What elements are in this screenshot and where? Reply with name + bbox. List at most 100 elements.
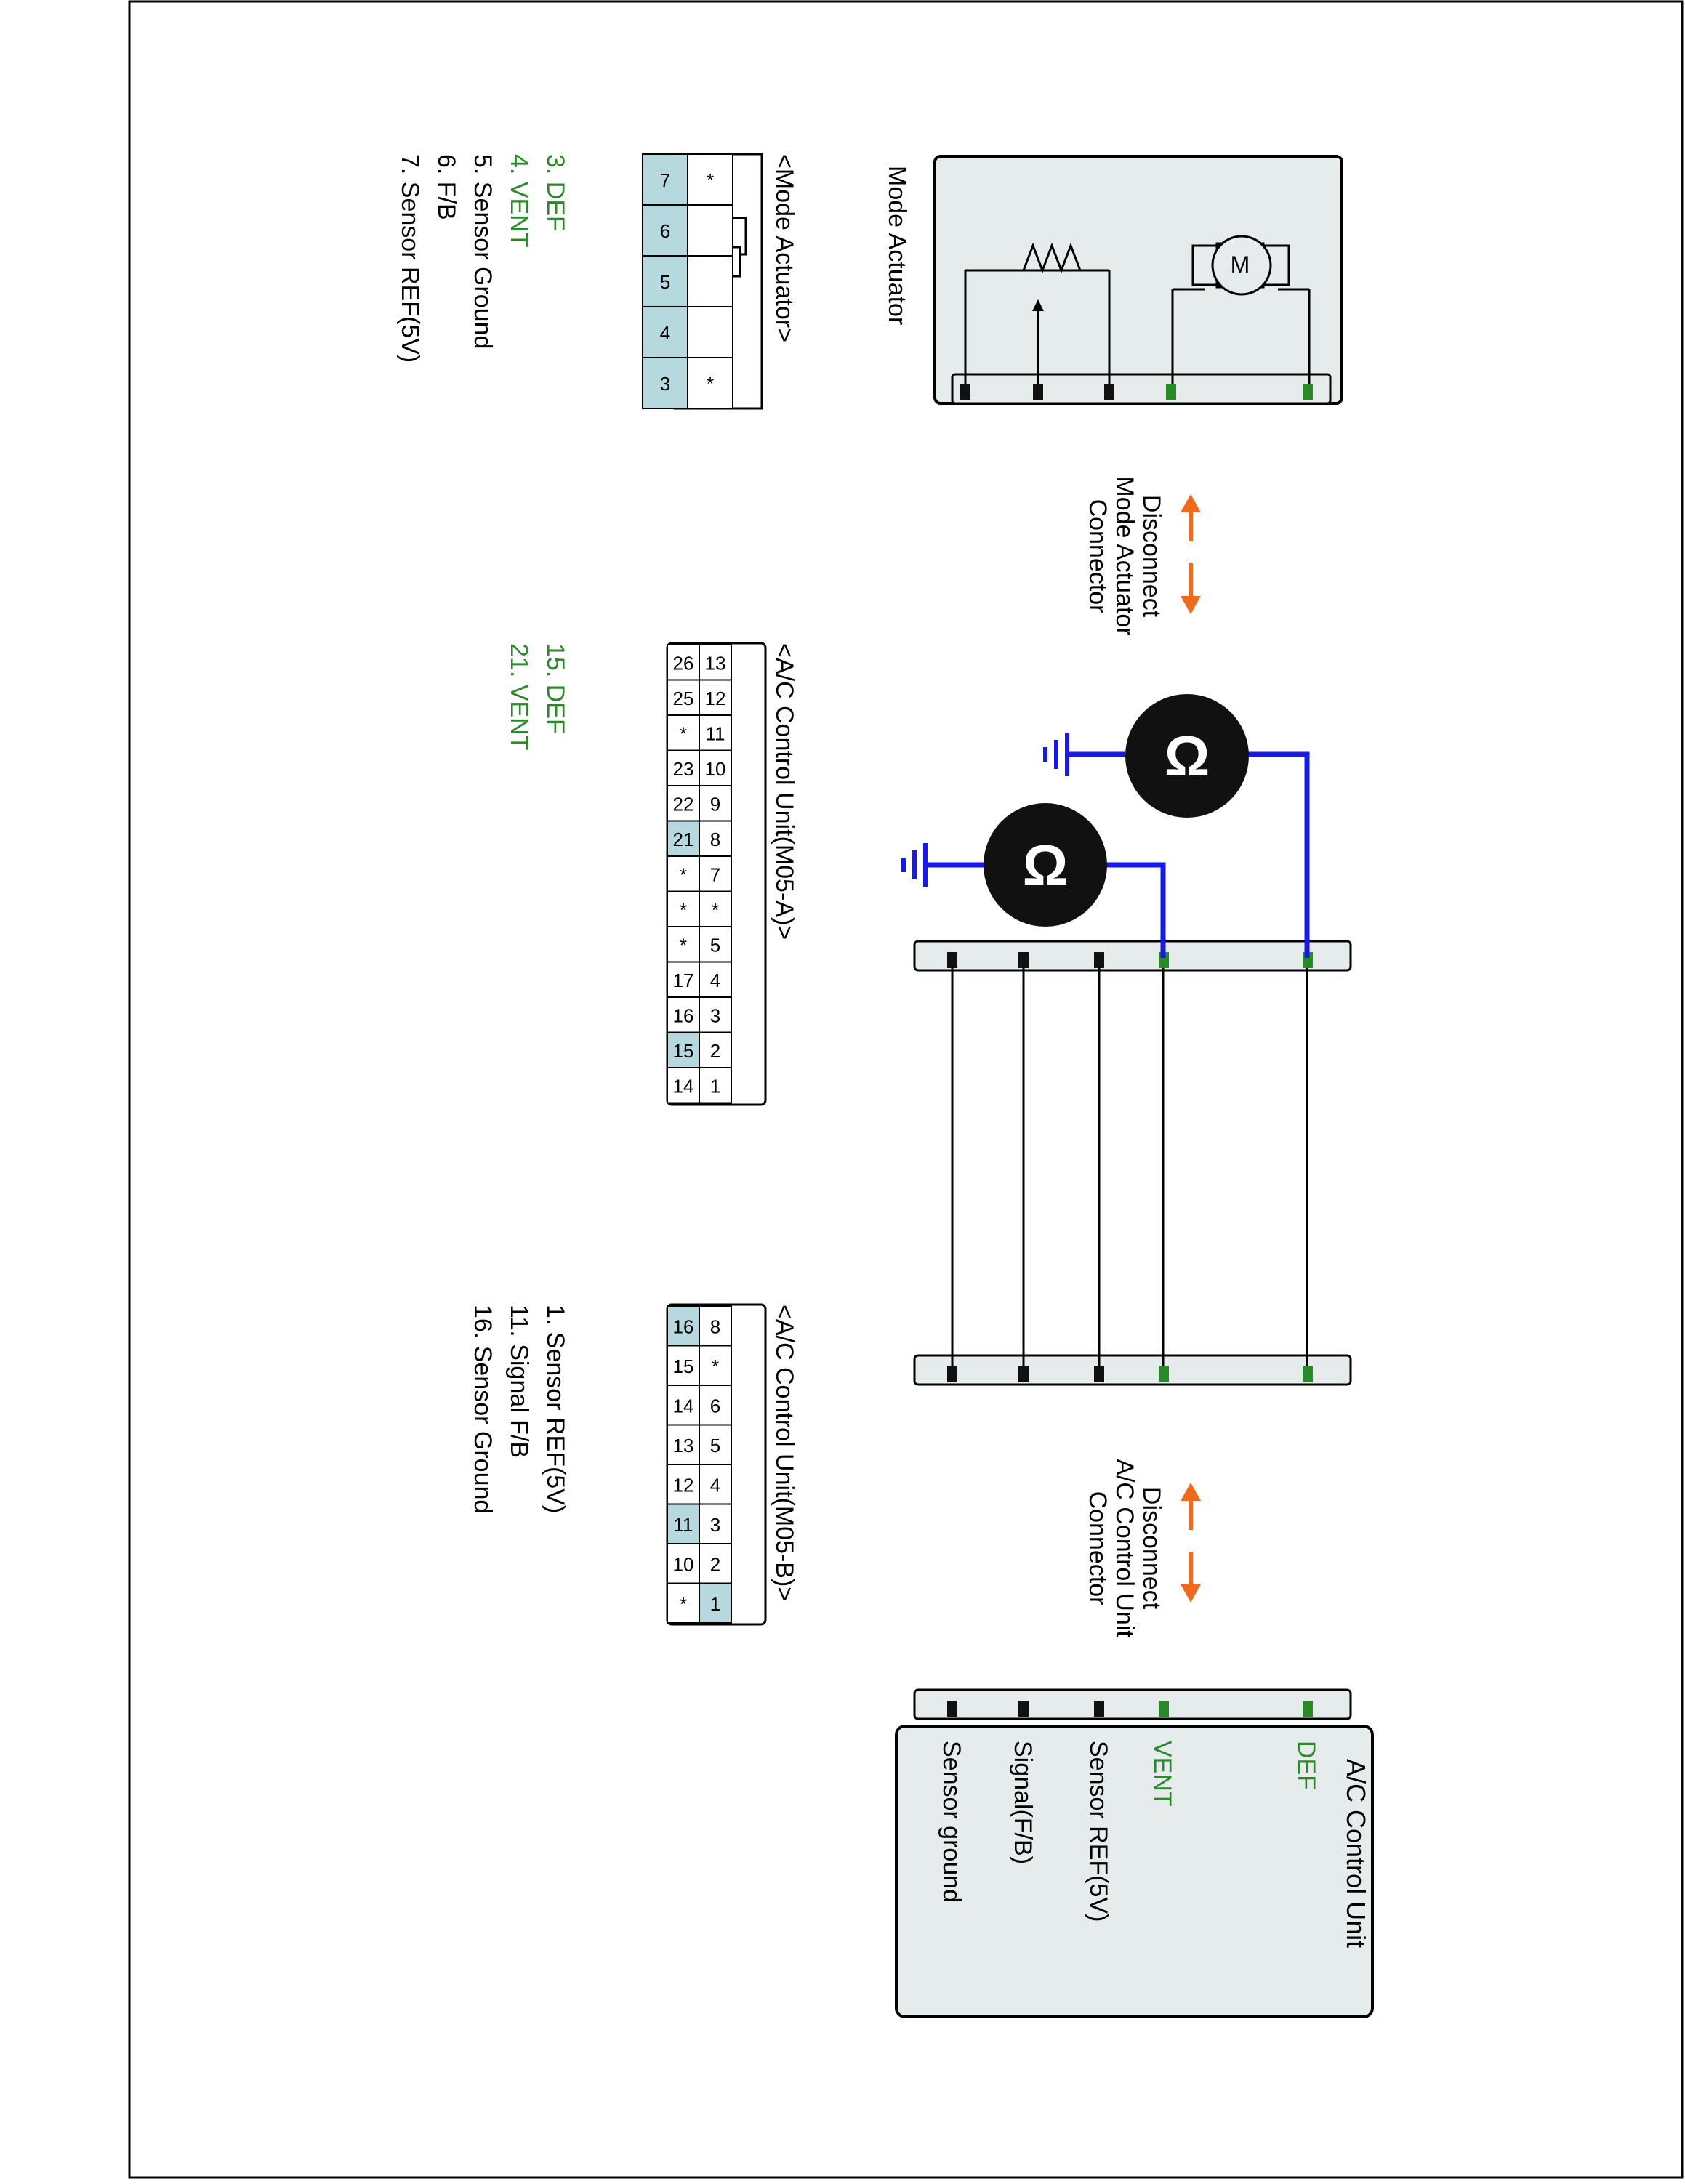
harness-bar-left bbox=[913, 940, 1352, 972]
m05b-title: <A/C Control Unit(M05-B)> bbox=[771, 1305, 798, 1601]
m05b-pin-label: 4 bbox=[710, 1474, 720, 1496]
acu-title: A/C Control Unit bbox=[1341, 1759, 1371, 1948]
m05a-pin-label: 16 bbox=[673, 1004, 694, 1026]
ma-pin-5: 5. Sensor Ground bbox=[469, 154, 496, 349]
pin-def bbox=[1303, 384, 1313, 400]
m05a-pin-21: 21. VENT bbox=[505, 643, 533, 750]
m05b-pin-label: 16 bbox=[673, 1315, 694, 1337]
m05b-pin-label: 13 bbox=[673, 1435, 694, 1456]
m05b-pin-1: 1. Sensor REF(5V) bbox=[542, 1305, 569, 1513]
m05b-pin-label: 3 bbox=[710, 1514, 720, 1536]
acu-terminal-signal: Signal(F/B) bbox=[1009, 1741, 1037, 1864]
ma-cell bbox=[687, 255, 733, 307]
m05a-pin-label: 17 bbox=[673, 970, 694, 991]
m05b-pin-11: 11. Signal F/B bbox=[505, 1305, 533, 1458]
m05b-cell bbox=[667, 1582, 700, 1624]
m05a-pin-label: 8 bbox=[710, 829, 720, 850]
m05b-pin-label: 2 bbox=[710, 1553, 720, 1575]
page-frame bbox=[128, 0, 1684, 2179]
ma-pin-label: * bbox=[707, 373, 714, 395]
ohmmeter-vent: Ω bbox=[901, 803, 1166, 958]
m05a-pin-label: * bbox=[680, 863, 687, 885]
disconnect-acu-line3: Connector bbox=[1084, 1491, 1111, 1605]
m05b-pin-label: 1 bbox=[710, 1593, 720, 1615]
ohm-symbol-vent: Ω bbox=[1023, 833, 1069, 897]
motor-icon: M bbox=[1171, 235, 1311, 389]
mode-actuator-box: Mode Actuator M bbox=[883, 155, 1343, 405]
m05a-pin-label: 14 bbox=[673, 1075, 694, 1097]
m05a-pin-label: 2 bbox=[710, 1040, 720, 1062]
m05b-pin-label: * bbox=[680, 1593, 687, 1615]
ma-pin-label: 5 bbox=[660, 271, 670, 293]
acu-terminal-ground: Sensor ground bbox=[938, 1741, 965, 1903]
harness-bar-right bbox=[913, 1354, 1352, 1386]
m05a-pin-label: * bbox=[680, 899, 687, 921]
disconnect-acu-label: Disconnect A/C Control Unit Connector bbox=[1084, 1459, 1201, 1637]
ma-pin-label: 7 bbox=[660, 169, 670, 191]
disconnect-mode-label: Disconnect Mode Actuator Connector bbox=[1084, 476, 1201, 636]
pin-ref bbox=[1104, 384, 1114, 400]
ma-pin-6: 6. F/B bbox=[433, 154, 460, 220]
pin-vent bbox=[1166, 384, 1176, 400]
ohmmeter-def: Ω bbox=[1043, 694, 1310, 958]
ma-pin-label: 4 bbox=[660, 322, 670, 344]
m05a-pin-label: 3 bbox=[710, 1004, 720, 1026]
m05a-pin-label: 10 bbox=[705, 758, 726, 780]
mode-actuator-connector: <Mode Actuator> * * 7 6 5 4 3 bbox=[642, 153, 798, 410]
ma-pin-label: * bbox=[707, 169, 714, 191]
m05a-pin-label: 7 bbox=[710, 863, 720, 885]
rotated-layer: Mode Actuator M bbox=[396, 153, 1374, 2018]
m05a-pin-15: 15. DEF bbox=[542, 643, 569, 734]
m05a-pin-label: * bbox=[712, 899, 719, 921]
m05b-pin-label: 10 bbox=[673, 1553, 694, 1575]
m05b-pin-label: 15 bbox=[673, 1355, 694, 1377]
ma-cell bbox=[687, 306, 733, 358]
mode-actuator-pin-list: 3. DEF 4. VENT 5. Sensor Ground 6. F/B 7… bbox=[396, 154, 569, 363]
disconnect-mode-line2: Mode Actuator bbox=[1111, 476, 1138, 635]
m05b-pin-label: 12 bbox=[673, 1474, 694, 1496]
m05b-pin-label: 6 bbox=[710, 1395, 720, 1417]
potentiometer-icon bbox=[964, 242, 1111, 389]
ma-pin-4: 4. VENT bbox=[505, 154, 533, 247]
m05a-pin-label: 13 bbox=[705, 652, 726, 674]
ma-pin-label: 3 bbox=[660, 373, 670, 395]
m05b-pin-label: 11 bbox=[674, 1514, 693, 1536]
acu-terminal-ref: Sensor REF(5V) bbox=[1085, 1741, 1112, 1922]
ma-pin-label: 6 bbox=[660, 220, 670, 242]
ma-cell bbox=[642, 357, 688, 409]
m05a-pin-label: 15 bbox=[673, 1040, 694, 1062]
motor-label: M bbox=[1231, 251, 1250, 278]
m05b-pin-label: * bbox=[712, 1355, 719, 1377]
mode-actuator-title: Mode Actuator bbox=[883, 166, 911, 325]
mode-actuator-connector-title: <Mode Actuator> bbox=[771, 154, 798, 342]
ohm-symbol-def: Ω bbox=[1165, 724, 1210, 788]
m05b-pin-16: 16. Sensor Ground bbox=[469, 1305, 496, 1513]
acu-terminal-vent: VENT bbox=[1149, 1741, 1176, 1807]
m05a-pin-label: 21 bbox=[673, 829, 694, 850]
m05b-pin-label: 14 bbox=[673, 1395, 694, 1417]
m05a-pin-label: 26 bbox=[673, 652, 694, 674]
m05a-pin-label: 9 bbox=[710, 793, 720, 815]
ma-cell bbox=[687, 204, 733, 257]
m05a-pin-label: 12 bbox=[705, 688, 726, 709]
ma-pin-3: 3. DEF bbox=[542, 154, 569, 231]
m05a-pin-label: 22 bbox=[673, 793, 694, 815]
m05a-pin-label: 23 bbox=[673, 758, 694, 780]
m05a-title: <A/C Control Unit(M05-A)> bbox=[771, 643, 798, 940]
harness-wires bbox=[951, 958, 1308, 1368]
disconnect-acu-line2: A/C Control Unit bbox=[1111, 1459, 1138, 1637]
connector-m05b: <A/C Control Unit(M05-B)> 8*654321161514… bbox=[469, 1303, 798, 1626]
ma-pin-7: 7. Sensor REF(5V) bbox=[396, 154, 424, 363]
m05b-pin-label: 5 bbox=[710, 1435, 720, 1456]
pin-fb bbox=[1033, 384, 1043, 400]
m05a-cell bbox=[667, 1067, 700, 1104]
disconnect-mode-line3: Connector bbox=[1084, 499, 1111, 613]
connector-m05a: <A/C Control Unit(M05-A)> 13121110987*54… bbox=[505, 642, 798, 1106]
m05a-pin-label: 5 bbox=[710, 934, 720, 956]
harness-pins bbox=[947, 952, 1313, 1382]
m05a-pin-label: * bbox=[680, 934, 687, 956]
m05a-pin-label: 1 bbox=[710, 1075, 720, 1097]
pin-gnd bbox=[960, 384, 970, 400]
disconnect-acu-line1: Disconnect bbox=[1138, 1487, 1165, 1610]
